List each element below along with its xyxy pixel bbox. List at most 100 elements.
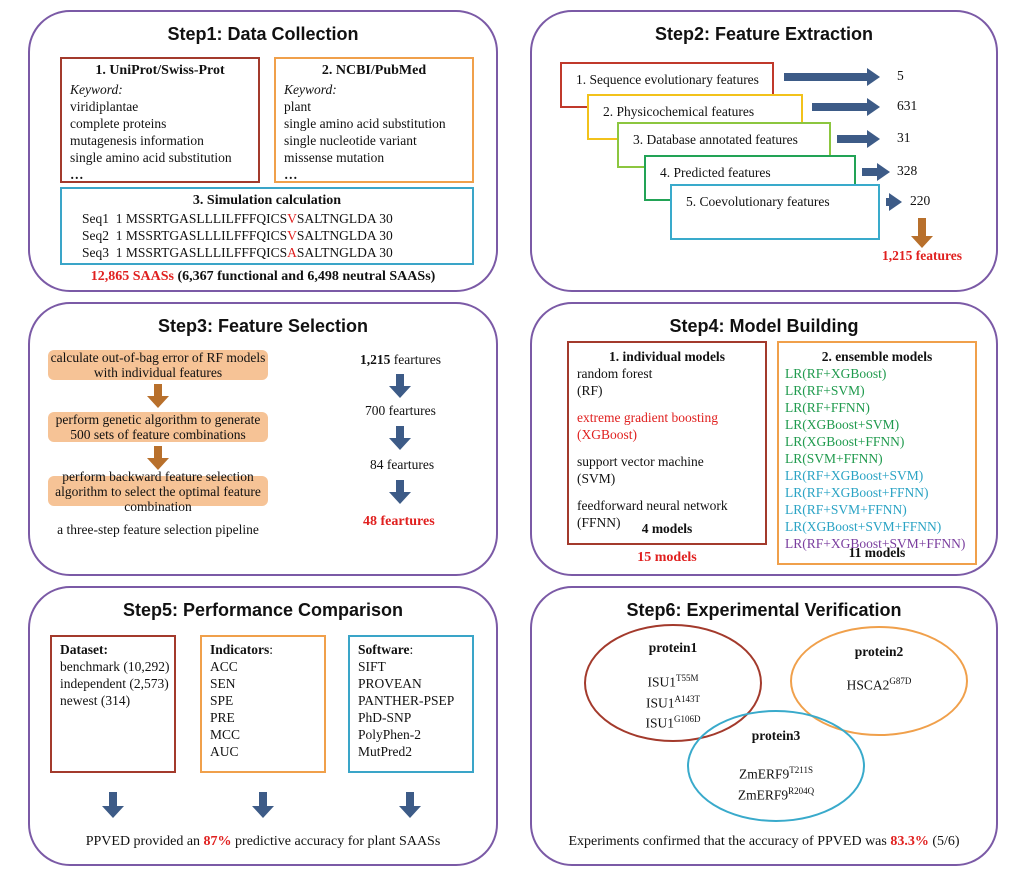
dataset-box: Dataset: benchmark (10,292) independent …	[50, 635, 176, 773]
feature-count: 631	[897, 98, 918, 113]
arrow-right-icon	[784, 68, 880, 86]
sequence-row: Seq3 1 MSSRTGASLLLILFFFQICSASALTNGLDA 30	[82, 245, 393, 260]
arrow-down-icon	[102, 792, 124, 818]
feature-count: 220	[910, 193, 931, 208]
ensemble-models-count: 11 models	[848, 545, 906, 560]
ensemble-model: LR(RF+XGBoost+SVM)	[785, 468, 924, 483]
pipeline-caption: a three-step feature selection pipeline	[57, 522, 259, 537]
uniprot-keyword: mutagenesis information	[70, 133, 204, 148]
simulation-title: 3. Simulation calculation	[192, 193, 342, 208]
uniprot-title: 1. UniProt/Swiss-Prot	[95, 63, 225, 78]
individual-models-box: 1. individual models random forest (RF) …	[567, 341, 767, 545]
step6-conclusion: Experiments confirmed that the accuracy …	[568, 834, 960, 849]
ncbi-ellipsis: …	[284, 167, 298, 182]
variant-label: ISU1T55M	[647, 673, 699, 690]
feature-count: 328	[897, 163, 918, 178]
arrow-down-icon	[389, 374, 411, 398]
feature-count-2: 700 feartures	[365, 403, 436, 418]
ensemble-model: LR(XGBoost+SVM+FFNN)	[785, 519, 942, 534]
ncbi-keyword: missense mutation	[284, 150, 385, 165]
variant-label: ISU1A143T	[645, 693, 700, 711]
software-box: Software: SIFT PROVEAN PANTHER-PSEP PhD-…	[348, 635, 474, 773]
ensemble-model: LR(SVM+FFNN)	[785, 451, 883, 466]
uniprot-keyword-label: Keyword:	[70, 82, 123, 97]
step4-panel: Step4: Model Building 1. individual mode…	[530, 302, 998, 576]
arrow-down-icon	[252, 792, 274, 818]
ensemble-model: LR(RF+SVM)	[785, 383, 865, 398]
arrow-down-icon	[389, 480, 411, 504]
protein2-ellipse: protein2 HSCA2G87D	[790, 626, 968, 736]
uniprot-keyword: single amino acid substitution	[70, 150, 232, 165]
ncbi-title: 2. NCBI/PubMed	[321, 63, 427, 78]
indicator-item: ACC	[210, 659, 238, 674]
individual-models-title: 1. individual models	[609, 349, 725, 364]
step4-title: Step4: Model Building	[669, 316, 859, 336]
step1-summary: 12,865 SAASs (6,367 functional and 6,498…	[90, 269, 436, 284]
ncbi-keyword: single nucleotide variant	[284, 133, 417, 148]
ensemble-models-title: 2. ensemble models	[821, 349, 933, 364]
ncbi-box: 2. NCBI/PubMed Keyword: plant single ami…	[274, 57, 474, 183]
uniprot-ellipsis: …	[70, 167, 84, 182]
model-abbr: (SVM)	[577, 471, 616, 486]
sequence-row: Seq1 1 MSSRTGASLLLILFFFQICSVSALTNGLDA 30	[82, 211, 393, 226]
selection-step: perform backward feature selection algor…	[48, 469, 268, 514]
variant-label: HSCA2G87D	[846, 676, 912, 693]
protein3-title: protein3	[751, 728, 801, 743]
indicators-box: Indicators: ACC SEN SPE PRE MCC AUC	[200, 635, 326, 773]
software-label: Software:	[358, 642, 414, 657]
sequence-row: Seq2 1 MSSRTGASLLLILFFFQICSVSALTNGLDA 30	[82, 228, 393, 243]
model-name: random forest	[577, 366, 653, 381]
dataset-item: newest (314)	[60, 693, 131, 708]
uniprot-keyword: viridiplantae	[70, 99, 139, 114]
model-abbr: (RF)	[577, 383, 603, 398]
arrow-right-icon	[812, 98, 880, 116]
protein1-ellipse: protein1 ISU1T55M ISU1A143T ISU1G106D	[584, 624, 762, 742]
software-item: PROVEAN	[358, 676, 422, 691]
software-item: PolyPhen-2	[358, 727, 422, 742]
variant-label: ISU1G106D	[645, 714, 701, 731]
model-name: feedforward neural network	[577, 498, 728, 513]
arrow-right-icon	[862, 163, 890, 181]
arrow-down-icon	[147, 446, 169, 470]
feature-count-1: 1,215 feartures	[360, 352, 441, 367]
ensemble-model: LR(RF+SVM+FFNN)	[785, 502, 907, 517]
arrow-down-icon	[147, 384, 169, 408]
step2-panel: Step2: Feature Extraction 1. Sequence ev…	[530, 10, 998, 292]
arrow-right-icon	[886, 193, 902, 211]
dataset-item: benchmark (10,292)	[60, 659, 170, 674]
software-item: MutPred2	[358, 744, 412, 759]
ensemble-model: LR(RF+XGBoost)	[785, 366, 887, 381]
feature-count-3: 84 feartures	[370, 457, 435, 472]
step6-panel: Step6: Experimental Verification protein…	[530, 586, 998, 866]
model-abbr: (XGBoost)	[577, 427, 637, 442]
arrow-down-icon	[399, 792, 421, 818]
feature-total: 1,215 features	[882, 248, 962, 263]
step3-panel: Step3: Feature Selection calculate out-o…	[28, 302, 498, 576]
indicators-label: Indicators:	[210, 642, 274, 657]
protein2-title: protein2	[854, 644, 904, 659]
model-abbr: (FFNN)	[577, 515, 621, 530]
step6-title: Step6: Experimental Verification	[626, 600, 902, 620]
dataset-label: Dataset:	[60, 642, 108, 657]
variant-label: ZmERF9R204Q	[737, 785, 815, 803]
step3-title: Step3: Feature Selection	[157, 316, 369, 336]
ensemble-model: LR(RF+FFNN)	[785, 400, 870, 415]
step5-panel: Step5: Performance Comparison Dataset: b…	[28, 586, 498, 866]
ensemble-model: LR(XGBoost+FFNN)	[785, 434, 905, 449]
selection-step: calculate out-of-bag error of RF models …	[48, 350, 268, 380]
arrow-right-icon	[837, 130, 880, 148]
protein3-ellipse: protein3 ZmERF9T211S ZmERF9R204Q	[687, 710, 865, 822]
ncbi-keyword: plant	[284, 99, 311, 114]
software-item: PhD-SNP	[358, 710, 412, 725]
variant-label: ZmERF9T211S	[739, 765, 813, 782]
selection-step: perform genetic algorithm to generate 50…	[48, 412, 268, 442]
indicator-item: PRE	[210, 710, 235, 725]
model-name: support vector machine	[577, 454, 704, 469]
ncbi-keyword: single amino acid substitution	[284, 116, 446, 131]
software-item: PANTHER-PSEP	[358, 693, 455, 708]
dataset-item: independent (2,573)	[60, 676, 169, 691]
individual-models-count: 4 models	[641, 521, 693, 536]
step5-conclusion: PPVED provided an 87% predictive accurac…	[85, 834, 441, 849]
ensemble-model: LR(RF+XGBoost+FFNN)	[785, 485, 929, 500]
feature-count: 31	[897, 130, 911, 145]
